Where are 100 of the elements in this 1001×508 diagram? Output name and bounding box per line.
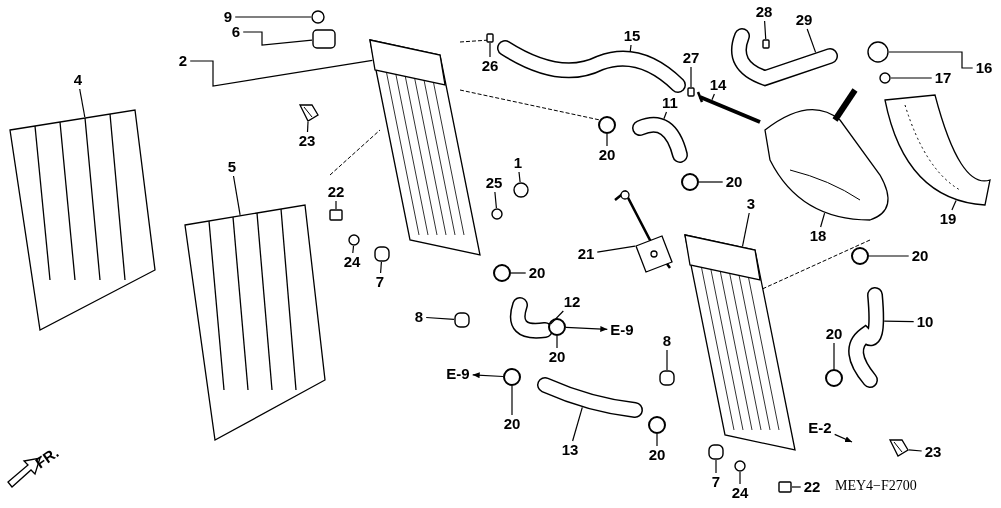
leader-line <box>888 51 974 69</box>
grommet-drawing <box>708 444 724 460</box>
callout-number: 14 <box>708 77 728 93</box>
callout-number: 12 <box>562 294 582 310</box>
leader-line <box>883 320 915 323</box>
bracket-drawing <box>614 190 673 273</box>
leader-line <box>629 44 632 52</box>
leader-line <box>596 245 636 253</box>
leader-line <box>335 200 337 210</box>
callout-number: 25 <box>484 175 504 191</box>
callout-number: 7 <box>374 274 386 290</box>
callout-number: 15 <box>622 28 642 44</box>
leader-line <box>741 212 750 247</box>
nut-drawing <box>879 72 891 84</box>
callout-number: 20 <box>547 349 567 365</box>
clip-drawing <box>888 439 909 457</box>
hose-clamp-drawing <box>503 368 521 386</box>
callout-number: 20 <box>502 416 522 432</box>
leader-line <box>380 261 382 274</box>
leader-line <box>698 181 724 183</box>
leader-line <box>890 77 933 79</box>
callout-number: 20 <box>910 248 930 264</box>
leader-line <box>656 433 658 447</box>
leader-line <box>908 449 923 452</box>
callout-number: 10 <box>915 314 935 330</box>
arrow <box>565 326 608 332</box>
leader-line <box>306 121 309 133</box>
radiator-drawing <box>369 39 481 256</box>
callout-number: 13 <box>560 442 580 458</box>
leader-line <box>820 212 826 228</box>
arrow <box>472 372 504 379</box>
leader-line <box>425 316 455 320</box>
leader-line <box>489 42 491 58</box>
leader-line <box>242 31 313 46</box>
leader-line <box>510 272 527 274</box>
leader-line <box>494 191 497 209</box>
callout-number: 24 <box>730 485 750 501</box>
leader-line <box>806 28 817 53</box>
hose-clamp-drawing <box>851 247 869 265</box>
leader-line <box>666 349 668 371</box>
leader-line <box>511 385 513 416</box>
grommet-drawing <box>454 312 470 328</box>
callout-number: 20 <box>527 265 547 281</box>
grommet-drawing <box>659 370 675 386</box>
bolt-drawing <box>329 209 343 221</box>
o-ring-drawing <box>311 10 325 24</box>
callout-number: 5 <box>226 159 238 175</box>
hose-drawing <box>848 287 885 388</box>
callout-number: 8 <box>413 309 425 325</box>
hose-clamp-drawing <box>548 318 566 336</box>
leader-line <box>715 459 717 474</box>
callout-number: 6 <box>230 24 242 40</box>
leader-line <box>572 406 583 442</box>
hose-drawing <box>537 377 643 418</box>
hose-drawing <box>632 116 688 163</box>
leader-line <box>352 245 355 254</box>
leader-line <box>79 88 86 118</box>
washer-drawing <box>491 208 503 220</box>
grommet-drawing <box>374 246 390 262</box>
bolt-drawing <box>778 481 792 493</box>
callout-number: 28 <box>754 4 774 20</box>
callout-number: 22 <box>326 184 346 200</box>
tank-cap-drawing <box>867 41 889 63</box>
callout-number: 11 <box>661 95 679 111</box>
hose-clip-drawing <box>486 33 494 43</box>
leader-line <box>518 171 521 183</box>
leader-line <box>868 255 910 257</box>
hose-clamp-drawing <box>681 173 699 191</box>
hose-clip-drawing <box>687 87 695 97</box>
clip-drawing <box>298 104 319 122</box>
washer-drawing <box>348 234 360 246</box>
reference-label: E-2 <box>807 420 833 436</box>
drain-plug-drawing <box>513 182 529 198</box>
radiator-shroud-drawing <box>184 204 326 442</box>
leader-line <box>764 20 767 40</box>
callout-number: 20 <box>724 174 744 190</box>
callout-number: 1 <box>512 155 524 171</box>
callout-number: 20 <box>647 447 667 463</box>
leader-line <box>951 199 957 211</box>
callout-number: 16 <box>974 60 994 76</box>
callout-number: 22 <box>802 479 822 495</box>
callout-number: 20 <box>824 326 844 342</box>
leader-line <box>550 310 564 325</box>
callout-number: 23 <box>297 133 317 149</box>
leader-line <box>189 59 373 87</box>
leader-line <box>711 93 715 101</box>
leader-line <box>556 335 558 349</box>
leader-line <box>690 66 692 88</box>
guard-drawing <box>884 94 991 206</box>
arrow <box>834 433 853 443</box>
leader-line <box>791 486 802 488</box>
leader-line <box>663 111 668 120</box>
radiator-drawing <box>684 234 796 451</box>
leader-line <box>232 175 241 216</box>
leader-line <box>739 471 741 485</box>
long-bolt-drawing <box>696 91 761 124</box>
callout-number: 7 <box>710 474 722 490</box>
leader-line <box>606 133 608 147</box>
reference-label: E-9 <box>445 366 471 382</box>
hose-clamp-drawing <box>825 369 843 387</box>
